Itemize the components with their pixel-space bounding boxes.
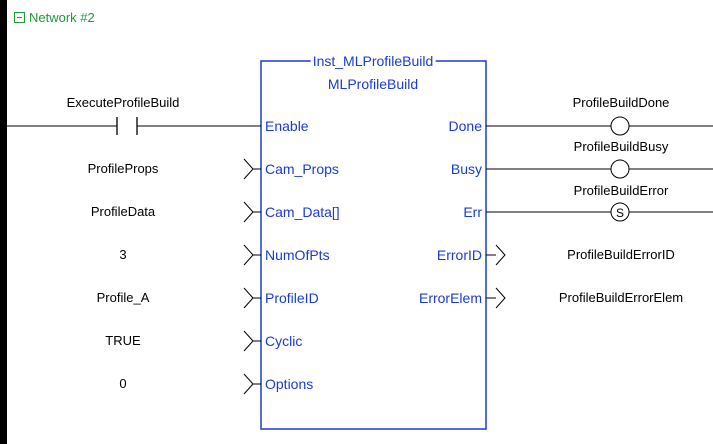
pin-cyclic: Cyclic	[265, 333, 303, 349]
output-arrows	[486, 244, 506, 309]
input-arrows	[243, 158, 261, 395]
input-label-cam-props[interactable]: ProfileProps	[87, 161, 159, 176]
output-label-errorelem[interactable]: ProfileBuildErrorElem	[558, 290, 684, 305]
input-label-profileid[interactable]: Profile_A	[96, 290, 150, 305]
output-label-err[interactable]: ProfileBuildError	[573, 183, 669, 198]
done-coil[interactable]	[610, 116, 630, 136]
pin-done: Done	[448, 118, 482, 134]
input-label-enable[interactable]: ExecuteProfileBuild	[66, 95, 180, 110]
pin-enable: Enable	[265, 118, 309, 134]
pin-errorid: ErrorID	[436, 247, 482, 263]
pin-numofpts: NumOfPts	[265, 247, 330, 263]
output-label-busy[interactable]: ProfileBuildBusy	[573, 139, 669, 154]
pin-options: Options	[265, 376, 314, 392]
left-power-rail	[0, 0, 7, 444]
pin-errorelem: ErrorElem	[418, 290, 482, 306]
collapse-icon[interactable]	[14, 11, 25, 23]
input-label-numofpts[interactable]: 3	[119, 247, 127, 262]
output-label-done[interactable]: ProfileBuildDone	[572, 95, 670, 110]
fb-type-name: MLProfileBuild	[327, 76, 419, 92]
network-header[interactable]: Network #2	[14, 7, 95, 27]
pin-cam-data: Cam_Data[]	[265, 204, 340, 220]
input-label-options[interactable]: 0	[119, 376, 127, 391]
busy-coil[interactable]	[610, 159, 630, 179]
pin-profileid: ProfileID	[265, 290, 319, 306]
network-title: Network #2	[29, 9, 95, 25]
set-coil-letter: S	[616, 206, 624, 220]
pin-cam-props: Cam_Props	[265, 161, 339, 177]
fb-instance-name[interactable]: Inst_MLProfileBuild	[310, 53, 436, 69]
pin-err: Err	[463, 204, 482, 220]
pin-busy: Busy	[450, 161, 482, 177]
input-label-cyclic[interactable]: TRUE	[105, 333, 141, 348]
input-label-cam-data[interactable]: ProfileData	[90, 204, 156, 219]
output-label-errorid[interactable]: ProfileBuildErrorID	[567, 247, 675, 262]
